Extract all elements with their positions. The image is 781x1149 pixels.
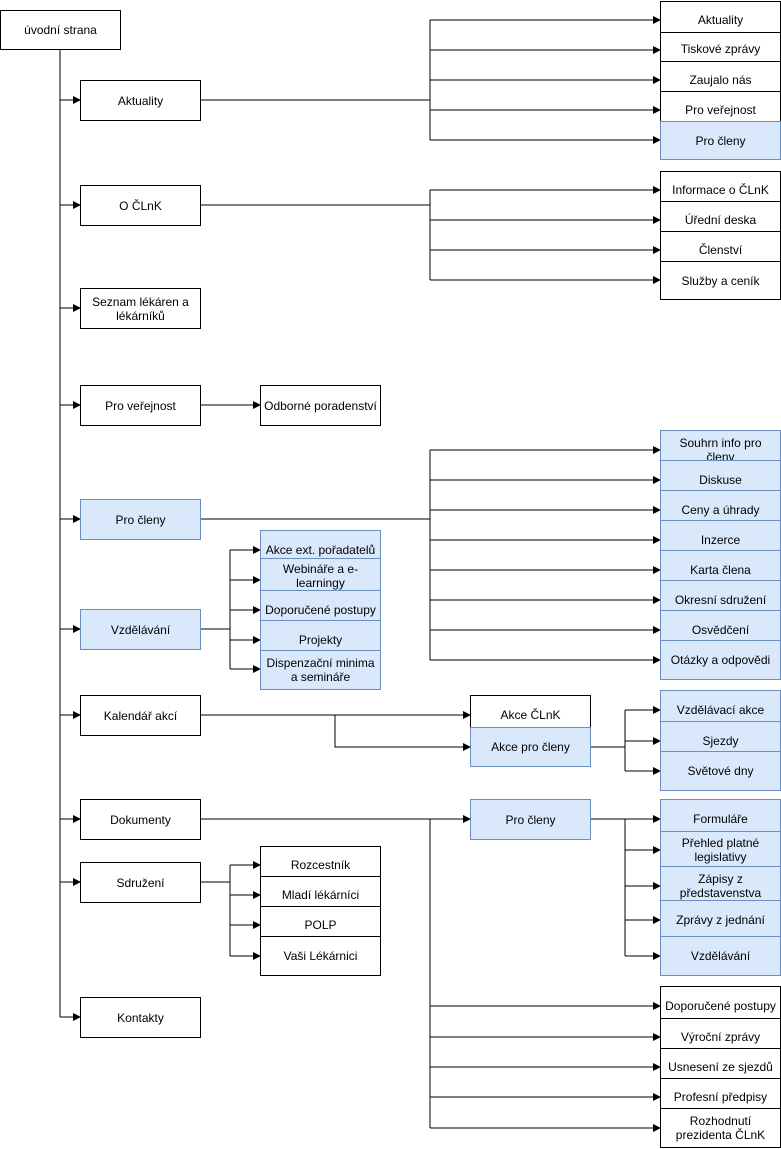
- node-akt-pro-cleny: Pro členy: [660, 121, 781, 160]
- node-dok-zapisy: Zápisy z představenstva: [660, 866, 781, 906]
- node-aktuality: Aktuality: [80, 80, 201, 121]
- node-vz-dispenzacni: Dispenzační minima a semináře: [260, 650, 381, 690]
- node-vzdelavani: Vzdělávání: [80, 609, 201, 650]
- node-dok-rozhodnuti: Rozhodnutí prezidenta ČLnK: [660, 1108, 781, 1148]
- node-pc-otazky: Otázky a odpovědi: [660, 640, 781, 680]
- kalendar-branch: [334, 715, 471, 751]
- node-o-sluzby: Služby a ceník: [660, 261, 781, 300]
- node-root: úvodní strana: [0, 10, 121, 50]
- node-o-clnk: O ČLnK: [80, 185, 201, 226]
- node-dokumenty: Dokumenty: [80, 799, 201, 840]
- node-odborne-poradenstvi: Odborné poradenství: [260, 385, 381, 426]
- node-pro-cleny: Pro členy: [80, 499, 201, 540]
- node-dok-prehled: Přehled platné legislativy: [660, 831, 781, 869]
- node-vz-webinare: Webináře a e-learningy: [260, 558, 381, 594]
- node-kalendar-akci: Kalendář akcí: [80, 695, 201, 736]
- node-ka-svetove-dny: Světové dny: [660, 751, 781, 791]
- node-kontakty: Kontakty: [80, 997, 201, 1038]
- node-dok-pro-cleny: Pro členy: [470, 799, 591, 840]
- node-sdruzeni: Sdružení: [80, 862, 201, 903]
- node-dok-vzdelavani: Vzdělávání: [660, 936, 781, 976]
- node-pro-verejnost: Pro veřejnost: [80, 385, 201, 426]
- node-ka-akce-pro-cleny: Akce pro členy: [470, 727, 591, 767]
- node-sd-vasi: Vaši Lékárnici: [260, 936, 381, 976]
- node-dok-zpravy: Zprávy z jednání: [660, 900, 781, 940]
- node-seznam-lekaren: Seznam lékáren a lékárníků: [80, 288, 201, 329]
- node-akt-tiskove-zpravy: Tiskové zprávy: [660, 32, 781, 65]
